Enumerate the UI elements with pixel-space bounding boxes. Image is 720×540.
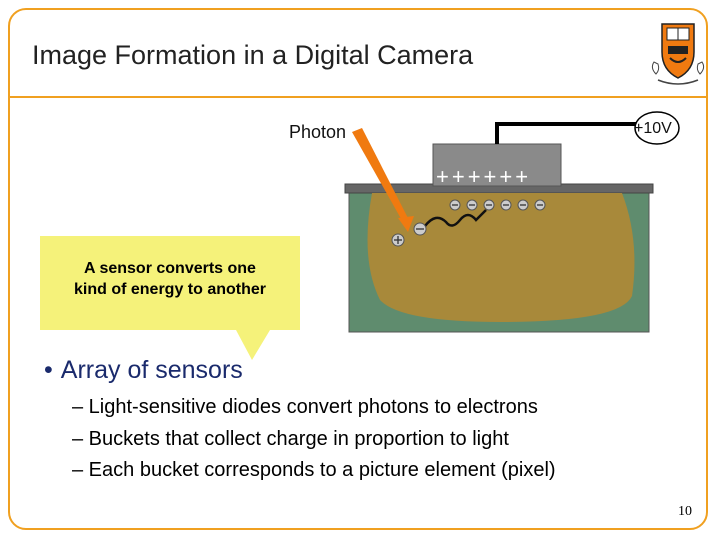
- page-number: 10: [678, 504, 692, 519]
- slide-frame: [8, 8, 708, 530]
- photon-label: Photon: [289, 122, 347, 142]
- sub-bullet-3: – Each bucket corresponds to a picture e…: [72, 459, 556, 481]
- princeton-shield-icon: [651, 23, 705, 85]
- gate-electrode: [432, 143, 562, 187]
- bias-wire: [495, 122, 636, 144]
- callout-bubble: [40, 236, 300, 360]
- sub-bullet-2: – Buckets that collect charge in proport…: [72, 428, 509, 450]
- bullet-main: •Array of sensors: [44, 356, 243, 385]
- voltage-label: +10V: [634, 120, 672, 137]
- photon-ray: [352, 128, 410, 224]
- voltage-source-icon: [634, 111, 680, 145]
- sub-bullet-1: – Light-sensitive diodes convert photons…: [72, 396, 538, 418]
- callout-line-1: A sensor converts one: [84, 260, 256, 277]
- photon-arrowhead-icon: [398, 216, 414, 232]
- bullet-dot-icon: •: [44, 356, 53, 384]
- title-divider: [10, 96, 706, 98]
- callout-text: A sensor converts one kind of energy to …: [42, 258, 298, 300]
- potential-well: [367, 193, 635, 322]
- callout-line-2: kind of energy to another: [73, 281, 266, 298]
- bullet-main-text: Array of sensors: [60, 356, 243, 384]
- electron-path: [424, 209, 487, 227]
- gate-charges: ++++++: [436, 164, 532, 189]
- slide-title: Image Formation in a Digital Camera: [32, 40, 474, 70]
